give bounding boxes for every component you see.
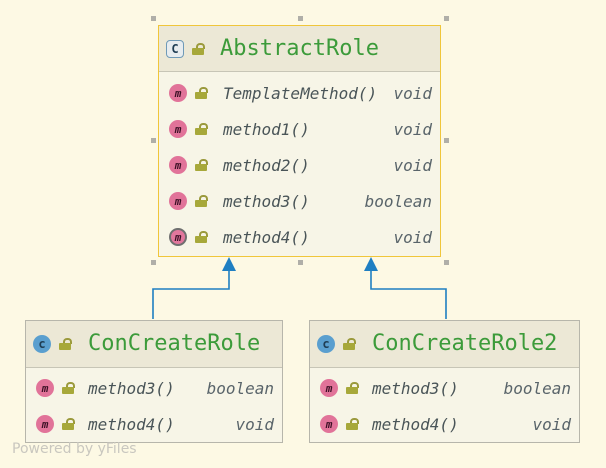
- unlock-icon: [346, 382, 359, 394]
- method-icon: m: [169, 192, 187, 210]
- abstract-method-icon: m: [169, 228, 187, 246]
- method-row[interactable]: m method4() void: [310, 406, 579, 442]
- unlock-icon: [59, 338, 72, 350]
- method-name: method4(): [372, 414, 459, 434]
- edge-line: [152, 271, 230, 319]
- method-return-type: boolean: [206, 378, 274, 398]
- method-return-type: void: [393, 227, 432, 247]
- selection-handle[interactable]: [151, 260, 156, 265]
- method-list: m method3() boolean m method4() void: [310, 368, 579, 442]
- method-row[interactable]: m method3() boolean: [26, 370, 282, 406]
- method-name: method4(): [88, 414, 175, 434]
- abstract-class-icon: C: [166, 39, 184, 58]
- selection-handle[interactable]: [151, 16, 156, 21]
- method-row[interactable]: m TemplateMethod() void: [159, 75, 440, 111]
- method-row[interactable]: m method2() void: [159, 147, 440, 183]
- method-return-type: void: [393, 155, 432, 175]
- unlock-icon: [343, 338, 356, 350]
- method-row[interactable]: m method1() void: [159, 111, 440, 147]
- method-icon: m: [169, 120, 187, 138]
- method-name: method2(): [223, 155, 310, 175]
- method-row[interactable]: m method4() void: [159, 219, 440, 255]
- method-icon: m: [169, 84, 187, 102]
- inheritance-arrow-icon: [364, 257, 378, 271]
- selection-handle[interactable]: [298, 16, 303, 21]
- class-header: C AbstractRole: [159, 26, 440, 72]
- edge-concreate-role-to-abstract-role: [152, 257, 236, 319]
- method-list: m TemplateMethod() void m method1() void…: [159, 72, 440, 255]
- method-icon: m: [36, 379, 54, 397]
- unlock-icon: [62, 382, 75, 394]
- method-name: method3(): [88, 378, 175, 398]
- edge-line: [370, 271, 447, 319]
- class-node-concreate-role2[interactable]: c ConCreateRole2 m method3() boolean m m…: [309, 320, 580, 443]
- class-icon: c: [317, 335, 335, 353]
- unlock-icon: [62, 418, 75, 430]
- method-list: m method3() boolean m method4() void: [26, 368, 282, 442]
- method-name: method3(): [372, 378, 459, 398]
- selection-handle[interactable]: [444, 260, 449, 265]
- method-name: method4(): [223, 227, 310, 247]
- unlock-icon: [195, 159, 208, 171]
- method-return-type: boolean: [364, 191, 432, 211]
- unlock-icon: [192, 42, 205, 55]
- method-name: method1(): [223, 119, 310, 139]
- class-name: ConCreateRole: [88, 331, 261, 356]
- class-node-concreate-role[interactable]: c ConCreateRole m method3() boolean m me…: [25, 320, 283, 443]
- unlock-icon: [346, 418, 359, 430]
- method-icon: m: [36, 415, 54, 433]
- selection-handle[interactable]: [444, 16, 449, 21]
- method-row[interactable]: m method3() boolean: [159, 183, 440, 219]
- method-name: TemplateMethod(): [223, 83, 378, 103]
- selection-handle[interactable]: [298, 260, 303, 265]
- unlock-icon: [195, 123, 208, 135]
- method-row[interactable]: m method3() boolean: [310, 370, 579, 406]
- method-name: method3(): [223, 191, 310, 211]
- unlock-icon: [195, 87, 208, 99]
- method-return-type: void: [393, 119, 432, 139]
- inheritance-arrow-icon: [222, 257, 236, 271]
- edge-concreate-role2-to-abstract-role: [364, 257, 447, 319]
- class-name: ConCreateRole2: [372, 331, 558, 356]
- method-return-type: void: [393, 83, 432, 103]
- method-return-type: boolean: [503, 378, 571, 398]
- method-return-type: void: [235, 414, 274, 434]
- method-icon: m: [320, 379, 338, 397]
- method-return-type: void: [532, 414, 571, 434]
- method-icon: m: [169, 156, 187, 174]
- class-icon: c: [33, 335, 51, 353]
- footer-watermark: Powered by yFiles: [12, 441, 137, 457]
- method-row[interactable]: m method4() void: [26, 406, 282, 442]
- unlock-icon: [195, 195, 208, 207]
- selection-handle[interactable]: [151, 138, 156, 143]
- class-header: c ConCreateRole2: [310, 321, 579, 368]
- selection-handle[interactable]: [444, 138, 449, 143]
- class-header: c ConCreateRole: [26, 321, 282, 368]
- class-node-abstract-role[interactable]: C AbstractRole m TemplateMethod() void m…: [158, 25, 441, 257]
- class-name: AbstractRole: [220, 35, 379, 61]
- unlock-icon: [195, 231, 208, 243]
- method-icon: m: [320, 415, 338, 433]
